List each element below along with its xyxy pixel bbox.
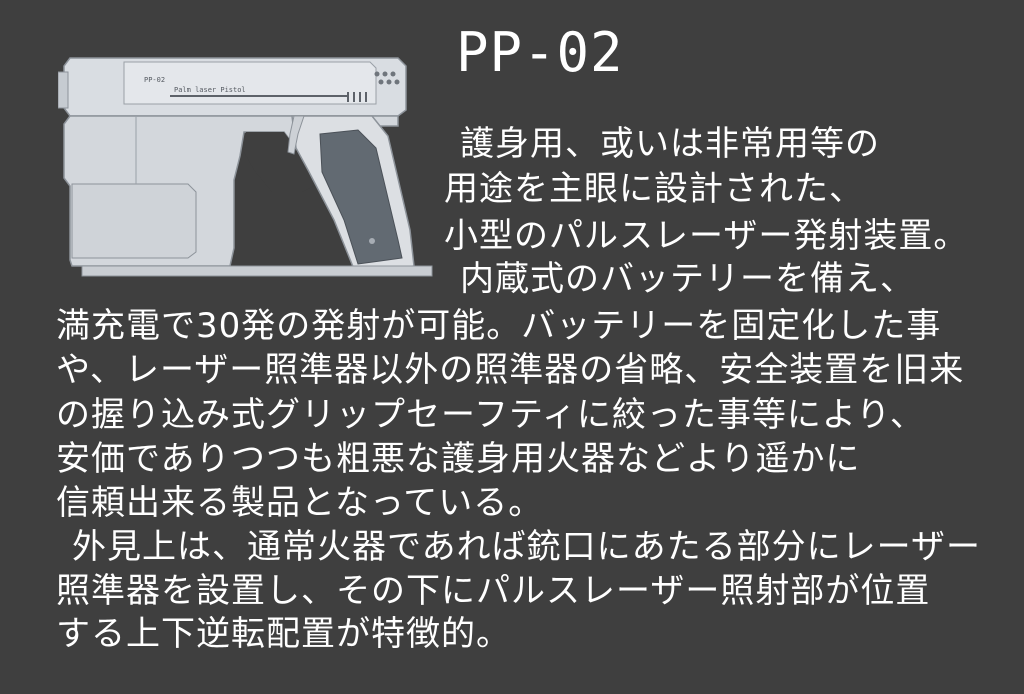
description-line: の握り込み式グリップセーフティに絞った事等により、 (56, 395, 925, 435)
description-line: する上下逆転配置が特徴的。 (56, 614, 511, 654)
sight-holes (374, 71, 400, 85)
trigger-guard-opening (244, 132, 322, 192)
description-line: 外見上は、通常火器であれば銃口にあたる部分にレーザー (72, 527, 981, 567)
grip-panel (319, 129, 403, 265)
description-line: 小型のパルスレーザー発射装置。 (444, 216, 969, 256)
page-title: PP-02 (456, 21, 624, 84)
pistol-subtitle-marking: Palm laser Pistol (174, 86, 246, 94)
pistol-model-marking: PP-02 (144, 76, 165, 84)
description-line: 信頼出来る製品となっている。 (56, 483, 544, 523)
description-line: 用途を主眼に設計された、 (444, 169, 864, 209)
pistol-slide-top (123, 61, 377, 105)
pistol-illustration: PP-02 Palm laser Pistol (58, 57, 433, 277)
rear-cap (58, 71, 69, 109)
description-line: 照準器を設置し、その下にパルスレーザー照射部が位置 (56, 571, 931, 611)
battery-panel (71, 183, 197, 259)
trigger (287, 115, 305, 155)
description-line: 護身用、或いは非常用等の (460, 124, 880, 164)
slide-serrations (347, 92, 367, 102)
description-line: 内蔵式のバッテリーを備え、 (460, 259, 915, 299)
bottom-rail (81, 265, 433, 277)
description-line: 安価でありつつも粗悪な護身用火器などより遥かに (56, 439, 861, 479)
description-line: や、レーザー照準器以外の照準器の省略、安全装置を旧来 (56, 350, 965, 390)
description-line: 満充電で30発の発射が可能。バッテリーを固定化した事 (56, 306, 942, 346)
grip-screw (369, 238, 375, 244)
